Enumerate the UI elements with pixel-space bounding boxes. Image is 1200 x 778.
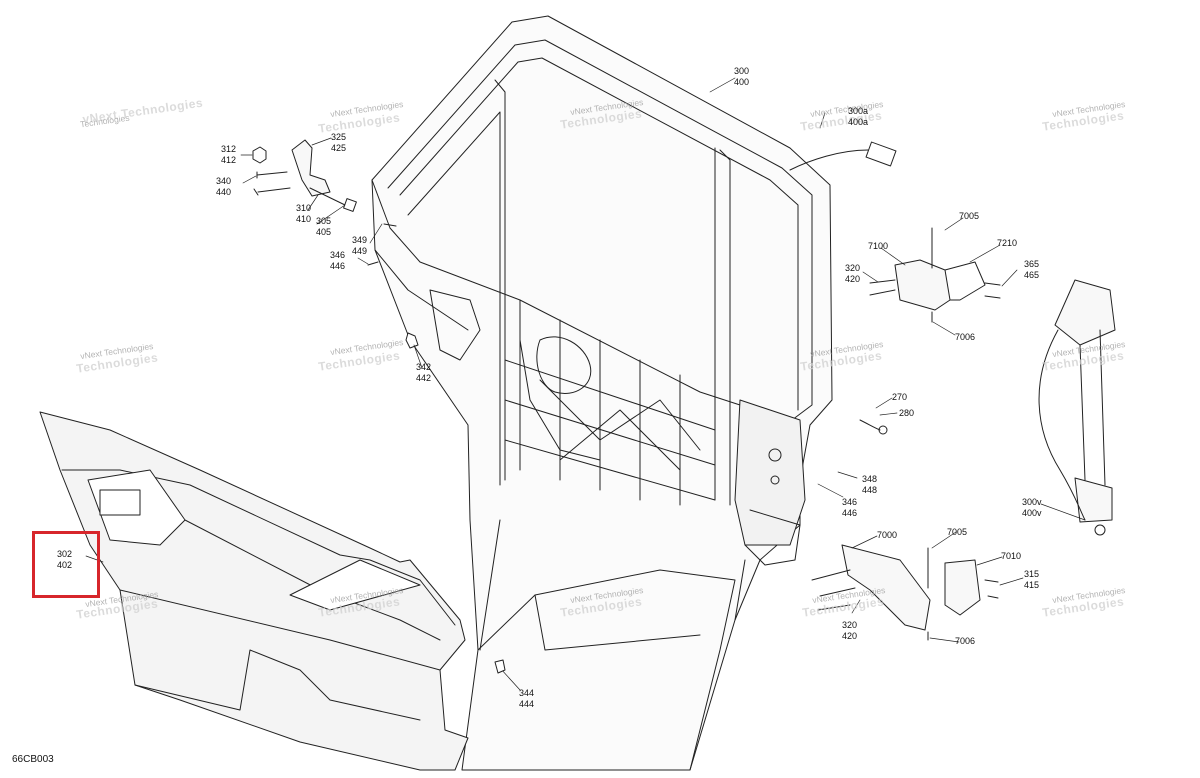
callout-7006[interactable]: 7006 [955, 636, 976, 646]
callout-280[interactable]: 280 [899, 408, 915, 418]
callout-7006[interactable]: 7006 [955, 332, 976, 342]
upper-right-hinge [869, 227, 1001, 323]
leader-lines [85, 77, 1086, 691]
callout-7010[interactable]: 7010 [1001, 551, 1022, 561]
window-regulator [1038, 279, 1116, 536]
upper-hinge-hardware [252, 139, 419, 349]
door-panel [39, 411, 469, 771]
callout-7210[interactable]: 7210 [997, 238, 1018, 248]
callout-7005[interactable]: 7005 [947, 527, 968, 537]
highlighted-callout-box [32, 531, 100, 598]
callout-7005[interactable]: 7005 [959, 211, 980, 221]
door-frame [371, 15, 897, 771]
lower-right-hinge [811, 544, 999, 641]
callout-7000[interactable]: 7000 [877, 530, 898, 540]
callout-7100[interactable]: 7100 [868, 241, 889, 251]
callout-270[interactable]: 270 [892, 392, 908, 402]
document-id: 66CB003 [12, 754, 54, 765]
